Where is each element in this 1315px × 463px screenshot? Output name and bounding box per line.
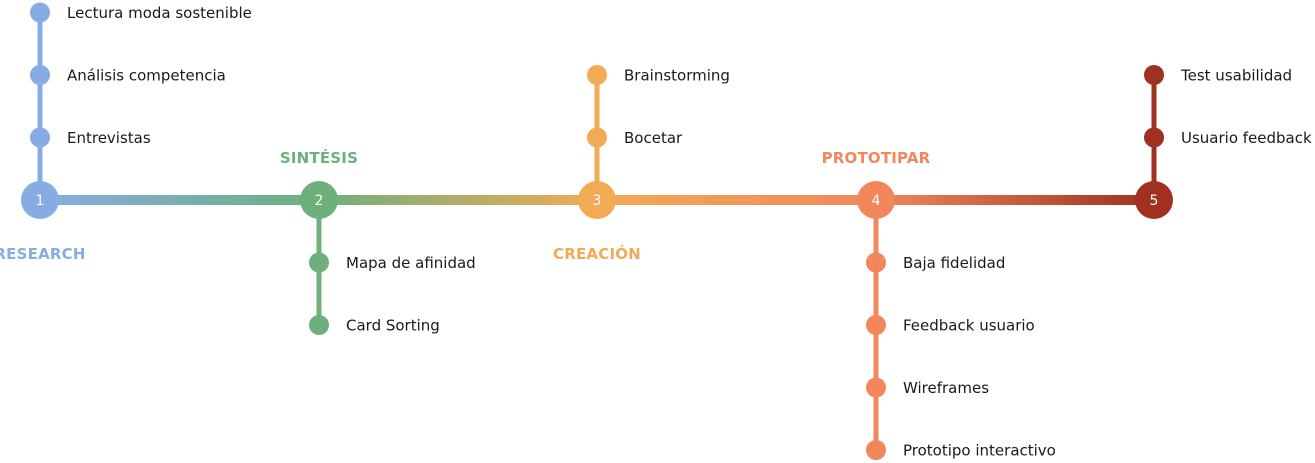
- stage-3-item-label: Bocetar: [624, 129, 683, 147]
- stage-3-node: [578, 181, 616, 219]
- stage-5-item-dot: [1144, 127, 1164, 148]
- stage-4-number: 4: [872, 193, 881, 209]
- stage-5-item-label: Usuario feedback: [1181, 129, 1312, 147]
- stage-3-title: CREACIÓN: [553, 244, 641, 263]
- stage-1-item-label: Lectura moda sostenible: [67, 4, 252, 22]
- stage-3-item-dot: [587, 65, 607, 85]
- stage-5-node: [1135, 181, 1173, 219]
- stage-4-item-label: Wireframes: [903, 379, 989, 397]
- stage-2-item-dot: [309, 315, 329, 335]
- stage-4-node: [857, 181, 895, 219]
- stage-3-item-dot: [587, 127, 607, 148]
- stage-4-title: PROTOTIPAR: [822, 149, 931, 167]
- stage-1-item-dot: [30, 65, 50, 85]
- stage-3-item-label: Brainstorming: [624, 67, 730, 85]
- stage-4-item-label: Feedback usuario: [903, 317, 1035, 335]
- stage-2-node: [300, 181, 338, 219]
- stage-2-item-label: Card Sorting: [346, 317, 440, 335]
- stage-2-number: 2: [315, 193, 324, 209]
- stage-1-node: [21, 181, 59, 219]
- stage-1-item-label: Análisis competencia: [67, 67, 226, 85]
- stage-1-item-dot: [30, 2, 50, 23]
- stage-5-item-label: Test usabilidad: [1180, 67, 1292, 85]
- stage-5-item-dot: [1144, 65, 1164, 85]
- stage-4-item-dot: [866, 440, 886, 460]
- stage-1-number: 1: [36, 193, 45, 209]
- stage-4-item-label: Baja fidelidad: [903, 254, 1005, 272]
- stage-1-title: RESEARCH: [0, 245, 86, 263]
- stage-2-item-dot: [309, 252, 329, 273]
- stage-3-number: 3: [593, 193, 602, 209]
- stage-4-item-dot: [866, 377, 886, 398]
- stage-1-item-label: Entrevistas: [67, 129, 151, 147]
- stage-5-number: 5: [1150, 193, 1159, 209]
- stage-2-item-label: Mapa de afinidad: [346, 254, 476, 272]
- stage-4-item-dot: [866, 315, 886, 335]
- stage-2-title: SINTÉSIS: [280, 148, 358, 167]
- stage-4-item-label: Prototipo interactivo: [903, 442, 1056, 460]
- stage-1-item-dot: [30, 127, 50, 148]
- stage-4-item-dot: [866, 252, 886, 273]
